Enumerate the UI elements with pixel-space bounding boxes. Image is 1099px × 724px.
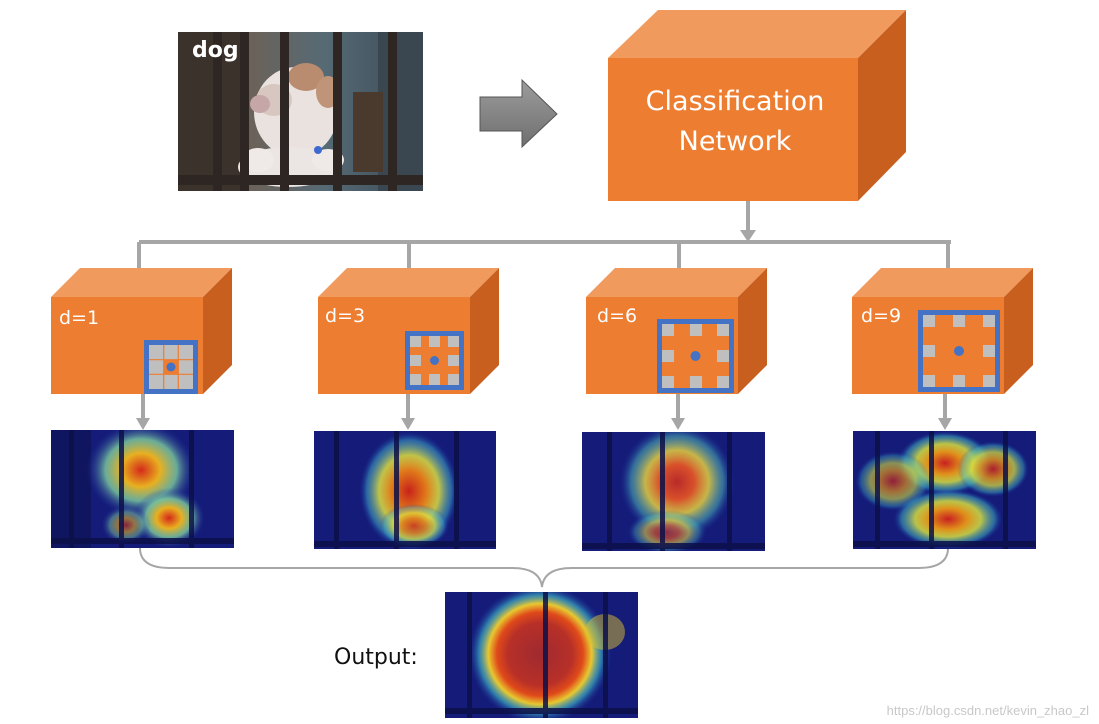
classification-network-box bbox=[608, 10, 906, 201]
arrow-heads bbox=[136, 230, 952, 430]
input-class-label: dog bbox=[192, 38, 239, 63]
heatmap-d1 bbox=[51, 430, 234, 548]
dilation-label-d6: d=6 bbox=[597, 305, 638, 327]
output-heatmap bbox=[445, 592, 638, 718]
branch-box-d3 bbox=[318, 268, 499, 394]
dilated-kernel-d9-icon bbox=[918, 310, 1000, 392]
network-title-line2: Network bbox=[678, 126, 792, 157]
watermark: https://blog.csdn.net/kevin_zhao_zl bbox=[886, 703, 1089, 718]
dilation-label-d1: d=1 bbox=[59, 307, 100, 329]
output-label: Output: bbox=[334, 645, 418, 670]
network-title-line1: Classification bbox=[645, 86, 825, 117]
dilated-kernel-d1-icon bbox=[144, 340, 198, 394]
network-title: Classification Network bbox=[608, 82, 862, 162]
input-dog-photo bbox=[178, 32, 423, 191]
merge-brace bbox=[139, 547, 949, 588]
heatmap-d3 bbox=[314, 431, 496, 549]
flow-arrow-icon bbox=[479, 78, 558, 149]
branch-box-d1 bbox=[51, 268, 232, 394]
dilated-kernel-d6-icon bbox=[657, 319, 734, 393]
dilation-label-d9: d=9 bbox=[861, 305, 902, 327]
connector-lines bbox=[137, 201, 951, 418]
dilated-kernel-d3-icon bbox=[405, 331, 464, 390]
heatmap-d9 bbox=[853, 431, 1036, 549]
heatmap-d6 bbox=[582, 432, 765, 551]
dilation-label-d3: d=3 bbox=[325, 305, 366, 327]
